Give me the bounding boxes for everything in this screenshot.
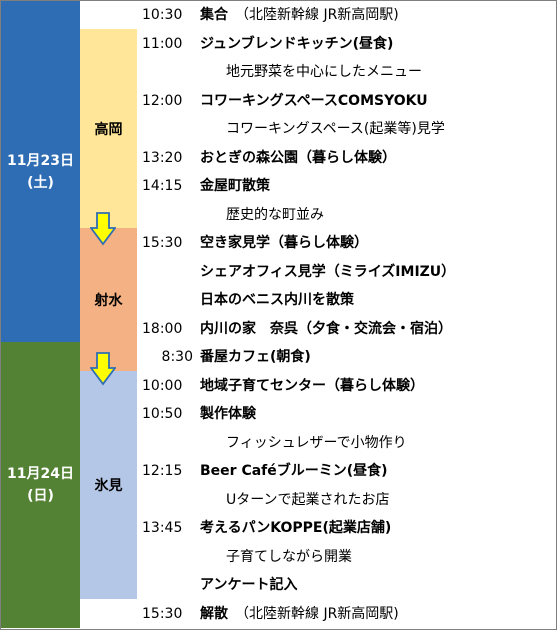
day-label-2: 11月24日 (日) [1,342,80,628]
event-title: 製作体験 [200,406,256,422]
event-title: 地域子育てセンター（暮らし体験） [200,377,424,394]
day-2-date: 11月24日 [7,466,74,482]
time-label: 11:00 [142,35,183,52]
time-label: 15:30 [142,605,183,622]
day-1-weekday: (土) [27,174,54,191]
event-title: コワーキングスペースCOMSYOKU [200,92,428,109]
event-description: コワーキングスペース(起業等)見学 [226,121,445,137]
event-description: フィッシュレザーで小物作り [226,434,407,451]
event-title: シェアオフィス見学（ミライズIMIZU） [200,263,456,280]
event-title: 番屋カフェ(朝食) [200,349,311,365]
event-title: アンケート記入 [200,577,298,593]
event-description: 子育てしながら開業 [226,548,352,565]
event-title: おとぎの森公園（暮らし体験） [200,149,396,166]
time-label: 10:50 [142,406,183,422]
event-title: 解散 （北陸新幹線 JR新高岡駅) [200,605,399,622]
event-title: Beer Caféブルーミン(昼食) [200,463,388,479]
event-title: 内川の家 奈呉（夕食・交流会・宿泊） [200,320,452,337]
event-title: 空き家見学（暮らし体験） [200,235,368,251]
time-label: 10:30 [142,7,183,23]
event-note: （北陸新幹線 JR新高岡駅) [228,7,399,23]
down-arrow-icon [90,212,116,246]
time-label: 8:30 [161,349,193,365]
time-label: 12:15 [142,463,183,479]
event-description: 歴史的な町並み [226,206,324,223]
event-title: 日本のベニス内川を散策 [200,292,354,308]
event-description: Uターンで起業されたお店 [226,491,390,508]
event-title: 集合 （北陸新幹線 JR新高岡駅) [200,7,399,23]
time-label: 14:15 [142,178,183,194]
city-takaoka: 高岡 [80,29,137,228]
time-label: 18:00 [142,320,183,337]
city-himi: 氷見 [80,371,137,599]
city-imizu: 射水 [80,228,137,371]
event-title: 金屋町散策 [200,178,270,194]
event-note: （北陸新幹線 JR新高岡駅) [228,605,399,622]
event-title: ジュンブレンドキッチン(昼食) [200,35,394,52]
event-description: 地元野菜を中心にしたメニュー [226,64,422,80]
day-1-date: 11月23日 [7,152,74,169]
event-title: 考えるパンKOPPE(起業店舗) [200,520,392,536]
day-label-1: 11月23日 (土) [1,1,80,342]
day-2-weekday: (日) [27,488,54,504]
down-arrow-icon [90,352,116,386]
time-label: 13:45 [142,520,183,536]
time-label: 12:00 [142,92,183,109]
time-label: 10:00 [142,377,183,394]
time-label: 13:20 [142,149,183,166]
time-label: 15:30 [142,235,183,251]
